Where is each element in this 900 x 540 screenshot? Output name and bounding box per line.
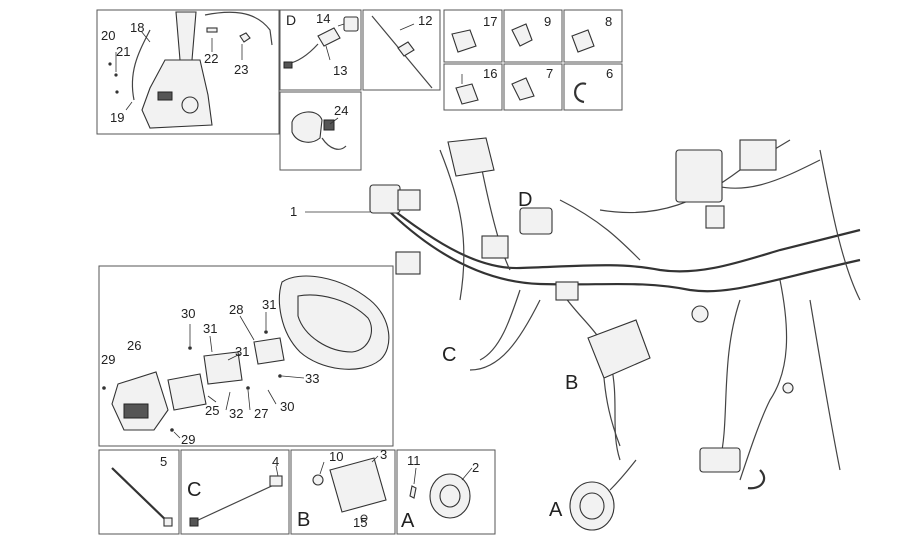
callout-17: 17 [483, 14, 497, 29]
callout-26: 26 [127, 338, 141, 353]
box-D-connector [279, 9, 362, 91]
box-clip-9 [503, 9, 563, 63]
box-B-control-unit [290, 449, 396, 535]
box-C-lead [180, 449, 290, 535]
callout-31-top: 31 [262, 297, 276, 312]
letter-C-main: C [442, 344, 456, 366]
callout-8: 8 [605, 14, 612, 29]
horn-A-main [569, 459, 637, 531]
box-letter-A: A [401, 510, 415, 532]
box-letter-C: C [187, 479, 201, 501]
callout-16: 16 [483, 66, 497, 81]
box-clip-17 [443, 9, 503, 63]
callout-2: 2 [472, 460, 479, 475]
letter-D-main: D [518, 189, 532, 211]
control-unit-B-main [587, 319, 651, 447]
box-cable-tie-5 [98, 449, 180, 535]
letter-B-main: B [565, 372, 578, 394]
callout-14: 14 [316, 11, 330, 26]
callout-7: 7 [546, 66, 553, 81]
callout-3: 3 [380, 447, 387, 462]
callout-28: 28 [229, 302, 243, 317]
callout-5: 5 [160, 454, 167, 469]
callout-30-bottom: 30 [280, 399, 294, 414]
callout-11: 11 [407, 453, 421, 468]
callout-27: 27 [254, 406, 268, 421]
callout-25: 25 [205, 403, 219, 418]
callout-29-bottom: 29 [181, 432, 195, 447]
box-headlight-assembly [98, 265, 394, 447]
box-letter-D: D [286, 12, 296, 28]
callout-22: 22 [204, 51, 218, 66]
main-wiring-harness [369, 137, 861, 490]
callout-24: 24 [334, 103, 348, 118]
callout-32: 32 [229, 406, 243, 421]
box-clip-16 [443, 63, 503, 111]
callout-10: 10 [329, 449, 343, 464]
callout-15: 15 [353, 515, 367, 530]
box-clip-6 [563, 63, 623, 111]
box-front-fork-sensor [96, 9, 280, 135]
callout-18: 18 [130, 20, 144, 35]
callout-31-left: 31 [203, 321, 217, 336]
callout-23: 23 [234, 62, 248, 77]
callout-19: 19 [110, 110, 124, 125]
box-A-horn [396, 449, 496, 535]
callout-21: 21 [116, 44, 130, 59]
callout-20: 20 [101, 28, 115, 43]
callout-4: 4 [272, 454, 279, 469]
box-letter-B: B [297, 509, 310, 531]
letter-A-main: A [549, 499, 563, 521]
box-cable-12 [362, 9, 441, 91]
box-clip-8 [563, 9, 623, 63]
callout-1: 1 [290, 204, 297, 219]
callout-13: 13 [333, 63, 347, 78]
callout-29-left: 29 [101, 352, 115, 367]
callout-9: 9 [544, 14, 551, 29]
callout-33: 33 [305, 371, 319, 386]
callout-12: 12 [418, 13, 432, 28]
callout-30-top: 30 [181, 306, 195, 321]
callout-6: 6 [606, 66, 613, 81]
callout-31-mid: 31 [235, 344, 249, 359]
box-sensor-24 [279, 91, 362, 171]
box-clip-7 [503, 63, 563, 111]
